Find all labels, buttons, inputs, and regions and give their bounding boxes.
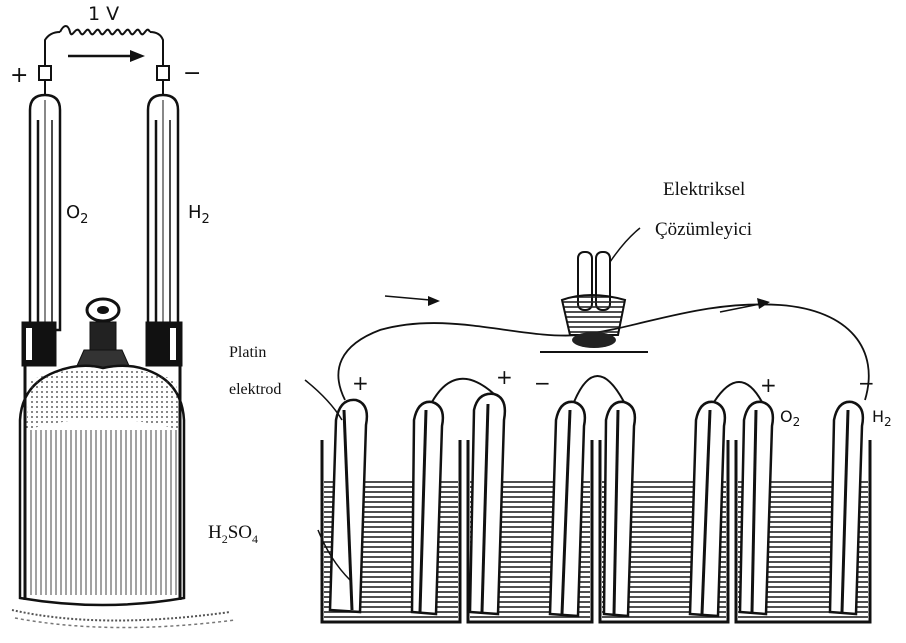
cell-pole-sign-5: − bbox=[858, 371, 875, 395]
resistor-coil bbox=[45, 26, 163, 67]
electric-analyzer-device bbox=[540, 228, 648, 352]
terminal-negative bbox=[157, 66, 169, 80]
cell-pole-sign-1: + bbox=[352, 371, 369, 395]
hydrogen-label: H2 bbox=[188, 202, 210, 227]
acid-label: H2SO4 bbox=[208, 522, 258, 547]
plus-sign: + bbox=[10, 63, 28, 88]
cell-oxygen-label: O2 bbox=[780, 407, 800, 429]
cell-pole-sign-3: − bbox=[534, 371, 551, 395]
voltameter bbox=[12, 26, 235, 628]
cell-pole-sign-2: + bbox=[496, 365, 513, 389]
voltage-label: 1 V bbox=[88, 3, 119, 25]
platin-electrode-label-line2: elektrod bbox=[229, 381, 281, 399]
right-collar bbox=[146, 322, 182, 366]
stopcock bbox=[76, 299, 130, 368]
platin-electrode-label-line1: Platin bbox=[229, 344, 266, 362]
cell-hydrogen-label: H2 bbox=[872, 407, 892, 429]
cell-pole-sign-4: + bbox=[760, 373, 777, 397]
current-arrow bbox=[68, 50, 145, 62]
minus-sign: − bbox=[183, 61, 201, 86]
oxygen-label: O2 bbox=[66, 202, 88, 227]
oxygen-tube bbox=[30, 95, 60, 330]
terminal-positive bbox=[39, 66, 51, 80]
analyzer-label-line2: Çözümleyici bbox=[655, 219, 752, 241]
hydrogen-tube bbox=[148, 95, 178, 330]
analyzer-label-line1: Elektriksel bbox=[663, 179, 745, 201]
